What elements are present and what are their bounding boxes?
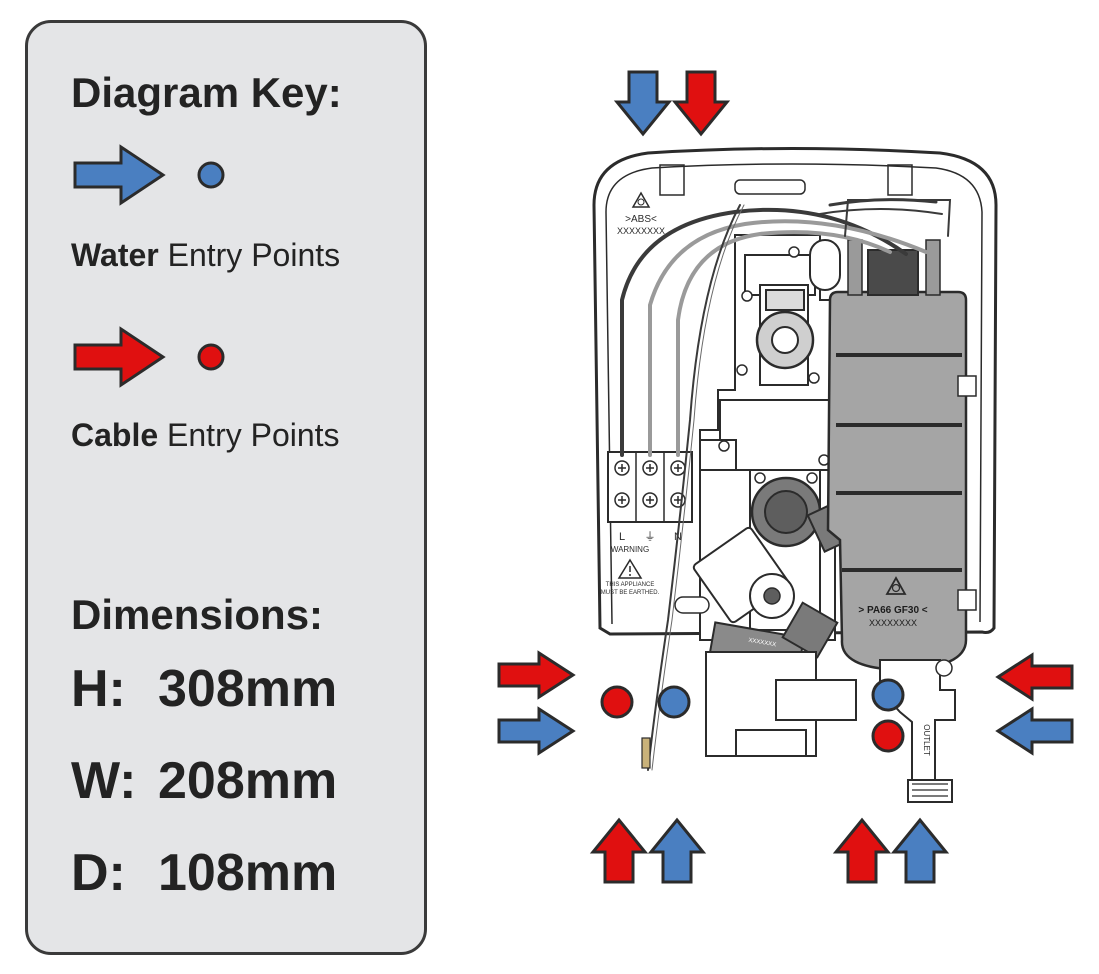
bottom-right-water-entry-arrow	[892, 818, 948, 884]
left-water-entry-arrow	[497, 707, 575, 755]
key-title: Diagram Key:	[71, 69, 342, 116]
tank-code-label: XXXXXXXX	[869, 618, 917, 628]
heating-tank	[826, 239, 977, 672]
water-key-caption: Water Entry Points	[71, 237, 340, 274]
top-water-entry-arrow	[615, 70, 671, 136]
dimension-width-value: 208mm	[158, 752, 338, 810]
dimension-depth-value: 108mm	[158, 844, 338, 902]
warning-title: WARNING	[611, 545, 649, 554]
terminal-block	[607, 451, 693, 523]
water-dot-icon	[197, 161, 225, 189]
cable-key-rest: Entry Points	[158, 417, 340, 453]
top-cable-entry-arrow	[673, 70, 729, 136]
water-key-bold: Water	[71, 237, 159, 273]
tank-recycle-icon	[885, 576, 907, 595]
dimension-depth: D: 108mm	[71, 843, 337, 903]
warning-text-line-2: MUST BE EARTHED.	[601, 590, 660, 596]
terminal-label-earth: ⏚	[645, 530, 656, 543]
bottom-right-cable-entry-arrow	[834, 818, 890, 884]
right-cable-entry-arrow	[996, 653, 1074, 701]
bottom-left-water-entry-arrow	[649, 818, 705, 884]
recycle-icon	[631, 191, 651, 208]
right-water-entry-arrow	[996, 707, 1074, 755]
cable-arrow-icon	[73, 326, 166, 388]
diagram-key-panel: Diagram Key: Water Entry Points Cable En…	[25, 20, 427, 955]
case-slot	[674, 596, 710, 614]
right-cable-entry-point	[871, 719, 905, 753]
inlet-block	[705, 651, 857, 757]
dimension-width-label: W:	[71, 752, 137, 810]
left-cable-entry-point	[600, 685, 634, 719]
outlet-label: OUTLET	[922, 724, 931, 756]
dimension-width: W: 208mm	[71, 751, 337, 811]
bottom-left-cable-entry-arrow	[591, 818, 647, 884]
cable-end-connector	[641, 737, 651, 769]
dimension-height-label: H:	[71, 660, 126, 718]
water-key-rest: Entry Points	[158, 237, 341, 273]
tank-material-label: > PA66 GF30 <	[858, 605, 927, 616]
left-cable-entry-arrow	[497, 651, 575, 699]
cable-key-caption: Cable Entry Points	[71, 417, 340, 454]
valve-code-label: XXXXXXX	[748, 638, 777, 649]
dimension-height: H: 308mm	[71, 659, 337, 719]
case-code-label: XXXXXXXX	[617, 226, 665, 236]
cable-key-symbol	[71, 325, 411, 389]
cable-dot-icon	[197, 343, 225, 371]
dimensions-title: Dimensions:	[71, 591, 324, 638]
flow-switch	[755, 289, 815, 370]
chassis-screws	[718, 246, 830, 484]
left-water-entry-point	[657, 685, 691, 719]
warning-triangle-icon	[617, 558, 643, 579]
terminal-label-live: L	[619, 531, 625, 543]
case-material-label: >ABS<	[625, 214, 657, 225]
warning-text-line-1: THIS APPLIANCE	[606, 582, 655, 588]
internal-wiring	[620, 198, 952, 771]
water-key-symbol	[71, 143, 411, 207]
water-arrow-icon	[73, 144, 166, 206]
cable-key-bold: Cable	[71, 417, 159, 453]
right-water-entry-point	[871, 678, 905, 712]
dimension-depth-label: D:	[71, 844, 126, 902]
heater-entry-diagram: >ABS< XXXXXXXX XXXXX	[497, 70, 1074, 884]
dimension-height-value: 308mm	[158, 660, 338, 718]
